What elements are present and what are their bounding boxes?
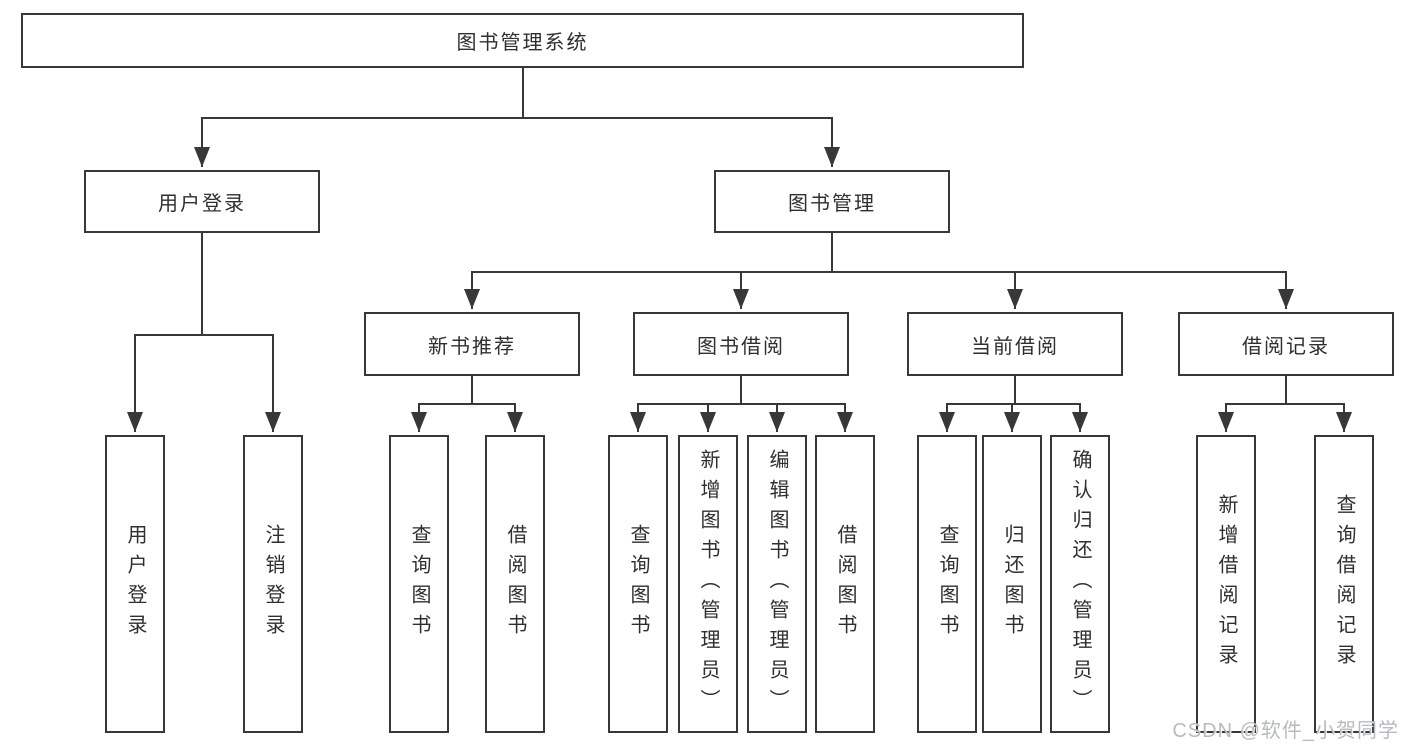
- node-current-borrowing: 当前借阅: [907, 312, 1123, 376]
- node-label: 当前借阅: [971, 335, 1059, 358]
- leaf-label: 新增图书（管理员）: [697, 449, 719, 719]
- leaf-add-borrow-record: 新增借阅记录: [1196, 435, 1256, 733]
- leaf-label: 借阅图书: [504, 524, 526, 644]
- node-borrowing-records: 借阅记录: [1178, 312, 1394, 376]
- leaf-label: 新增借阅记录: [1215, 494, 1237, 674]
- leaf-query-books-borrowing: 查询图书: [608, 435, 668, 733]
- leaf-label: 编辑图书（管理员）: [766, 449, 788, 719]
- node-label: 图书管理: [788, 193, 876, 215]
- leaf-label: 借阅图书: [834, 524, 856, 644]
- leaf-add-book-admin: 新增图书（管理员）: [678, 435, 738, 733]
- node-label: 图书借阅: [697, 335, 785, 358]
- leaf-confirm-return-admin: 确认归还（管理员）: [1050, 435, 1110, 733]
- leaf-borrow-books-recommend: 借阅图书: [485, 435, 545, 733]
- node-label: 借阅记录: [1242, 335, 1330, 358]
- csdn-watermark: CSDN @软件_小贺同学: [1172, 720, 1399, 742]
- leaf-label: 查询借阅记录: [1333, 494, 1355, 674]
- leaf-edit-book-admin: 编辑图书（管理员）: [747, 435, 807, 733]
- node-book-borrowing: 图书借阅: [633, 312, 849, 376]
- leaf-query-books-recommend: 查询图书: [389, 435, 449, 733]
- leaf-query-books-current: 查询图书: [917, 435, 977, 733]
- leaf-logout: 注销登录: [243, 435, 303, 733]
- leaf-return-books: 归还图书: [982, 435, 1042, 733]
- leaf-query-borrow-record: 查询借阅记录: [1314, 435, 1374, 733]
- leaf-label: 注销登录: [262, 524, 284, 644]
- leaf-label: 归还图书: [1001, 524, 1023, 644]
- leaf-label: 查询图书: [408, 524, 430, 644]
- node-label: 图书管理系统: [456, 32, 589, 54]
- leaf-label: 用户登录: [124, 524, 146, 644]
- node-label: 新书推荐: [428, 335, 516, 358]
- node-label: 用户登录: [158, 193, 246, 215]
- leaf-borrow-books: 借阅图书: [815, 435, 875, 733]
- leaf-user-login: 用户登录: [105, 435, 165, 733]
- node-library-management-system: 图书管理系统: [21, 13, 1024, 68]
- leaf-label: 查询图书: [627, 524, 649, 644]
- node-book-management: 图书管理: [714, 170, 950, 233]
- node-user-login: 用户登录: [84, 170, 320, 233]
- node-new-book-recommendation: 新书推荐: [364, 312, 580, 376]
- leaf-label: 确认归还（管理员）: [1069, 449, 1091, 719]
- leaf-label: 查询图书: [936, 524, 958, 644]
